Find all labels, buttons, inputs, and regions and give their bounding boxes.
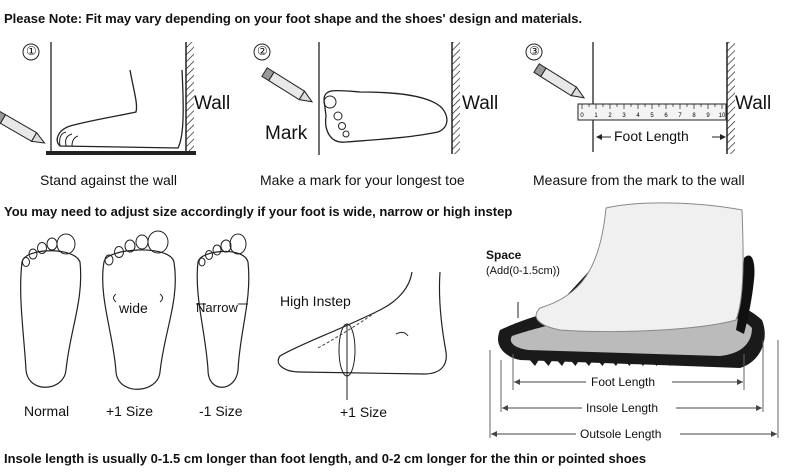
- shoe-insole-length-label: Insole Length: [586, 401, 659, 415]
- wide-inner-label: wide: [119, 300, 148, 316]
- ruler-tick-label: 1: [594, 113, 598, 119]
- tread-tooth: [663, 358, 675, 366]
- tread-tooth: [528, 358, 540, 366]
- step3-diagram: 0 1 2 3 4 5 6 7 8 9 10: [525, 42, 735, 154]
- step2-caption: Make a mark for your longest toe: [260, 172, 465, 188]
- ruler-tick-label: 0: [580, 113, 584, 119]
- ruler-tick-label: 7: [678, 113, 682, 119]
- high-instep-title: High Instep: [280, 293, 351, 309]
- step1-wall-hatch: [186, 42, 194, 154]
- tread-tooth: [609, 358, 621, 366]
- step3-number: ③: [529, 44, 540, 58]
- wide-arrow-right-icon: [159, 293, 163, 303]
- fit-note: Please Note: Fit may vary depending on y…: [4, 11, 583, 26]
- wide-size-label: +1 Size: [106, 403, 154, 419]
- step3-number-circle: [525, 43, 543, 61]
- step1-pencil-icon: [0, 109, 46, 144]
- adjust-note: You may need to adjust size accordingly …: [4, 204, 513, 219]
- space-title: Space: [486, 248, 522, 262]
- tread-tooth: [555, 358, 567, 366]
- ruler-tick-label: 6: [664, 113, 668, 119]
- step1-number-circle: [22, 43, 40, 61]
- tread-tooth: [649, 358, 662, 366]
- step3-wall-hatch: [727, 42, 735, 154]
- shoe-foot-length-label: Foot Length: [591, 375, 656, 389]
- tread-tooth: [730, 358, 743, 366]
- high-instep-size-label: +1 Size: [340, 404, 388, 420]
- tread-tooth: [690, 358, 702, 366]
- step1-number: ①: [26, 44, 37, 58]
- step1-foot-icon: [56, 69, 184, 149]
- step2-number: ②: [257, 44, 268, 58]
- tread-tooth: [582, 358, 594, 366]
- step3-caption: Measure from the mark to the wall: [533, 172, 745, 188]
- step1-caption: Stand against the wall: [40, 172, 177, 188]
- normal-label: Normal: [24, 403, 70, 419]
- wide-arrow-left-icon: [113, 293, 117, 303]
- tread-tooth: [717, 358, 729, 366]
- step2-wall-hatch: [452, 42, 460, 154]
- step3-foot-length-label: Foot Length: [614, 128, 689, 144]
- tread-tooth: [622, 358, 635, 366]
- step2-mark-label: Mark: [265, 123, 308, 144]
- step2-diagram: [253, 42, 460, 155]
- ruler-tick-label: 2: [608, 113, 612, 119]
- wide-foot-icon: [102, 230, 176, 390]
- step3-pencil-icon: [533, 63, 586, 99]
- ruler-tick-label: 4: [636, 113, 640, 119]
- shoe-tread: [528, 358, 743, 366]
- step2-foot-icon: [323, 89, 448, 143]
- narrow-foot-icon: [196, 233, 250, 388]
- shoe-upper-front: [736, 255, 755, 334]
- insole-footer-note: Insole length is usually 0-1.5 cm longer…: [4, 451, 647, 466]
- instep-dotted-line: [317, 311, 377, 349]
- step3-ruler-ticks: 0 1 2 3 4 5 6 7 8 9 10: [580, 104, 726, 119]
- ruler-tick-label: 3: [622, 113, 626, 119]
- tread-tooth: [595, 358, 608, 366]
- tread-tooth: [541, 358, 554, 366]
- step2-number-circle: [253, 43, 271, 61]
- tread-tooth: [636, 358, 648, 366]
- high-instep-foot-icon: [277, 271, 447, 400]
- ruler-tick-label: 5: [650, 113, 654, 119]
- space-subtitle: (Add(0-1.5cm)): [486, 265, 560, 277]
- step1-wall-label: Wall: [194, 93, 231, 114]
- ruler-tick-label: 8: [692, 113, 696, 119]
- step2-pencil-icon: [261, 67, 314, 103]
- narrow-inner-label: Narrow: [196, 300, 238, 315]
- ruler-tick-label: 9: [706, 113, 710, 119]
- shoe-foot-shape: [535, 202, 744, 333]
- tread-tooth: [676, 358, 689, 366]
- ruler-tick-label: 10: [719, 113, 726, 119]
- tread-tooth: [568, 358, 581, 366]
- normal-foot-icon: [20, 233, 82, 388]
- step1-diagram: [0, 42, 196, 155]
- step1-floor: [46, 151, 196, 155]
- tread-tooth: [703, 358, 716, 366]
- shoe-diagram: [489, 202, 779, 438]
- step2-wall-label: Wall: [462, 93, 499, 114]
- narrow-size-label: -1 Size: [199, 403, 243, 419]
- step3-wall-label: Wall: [735, 93, 772, 114]
- shoe-outsole-length-label: Outsole Length: [580, 427, 662, 441]
